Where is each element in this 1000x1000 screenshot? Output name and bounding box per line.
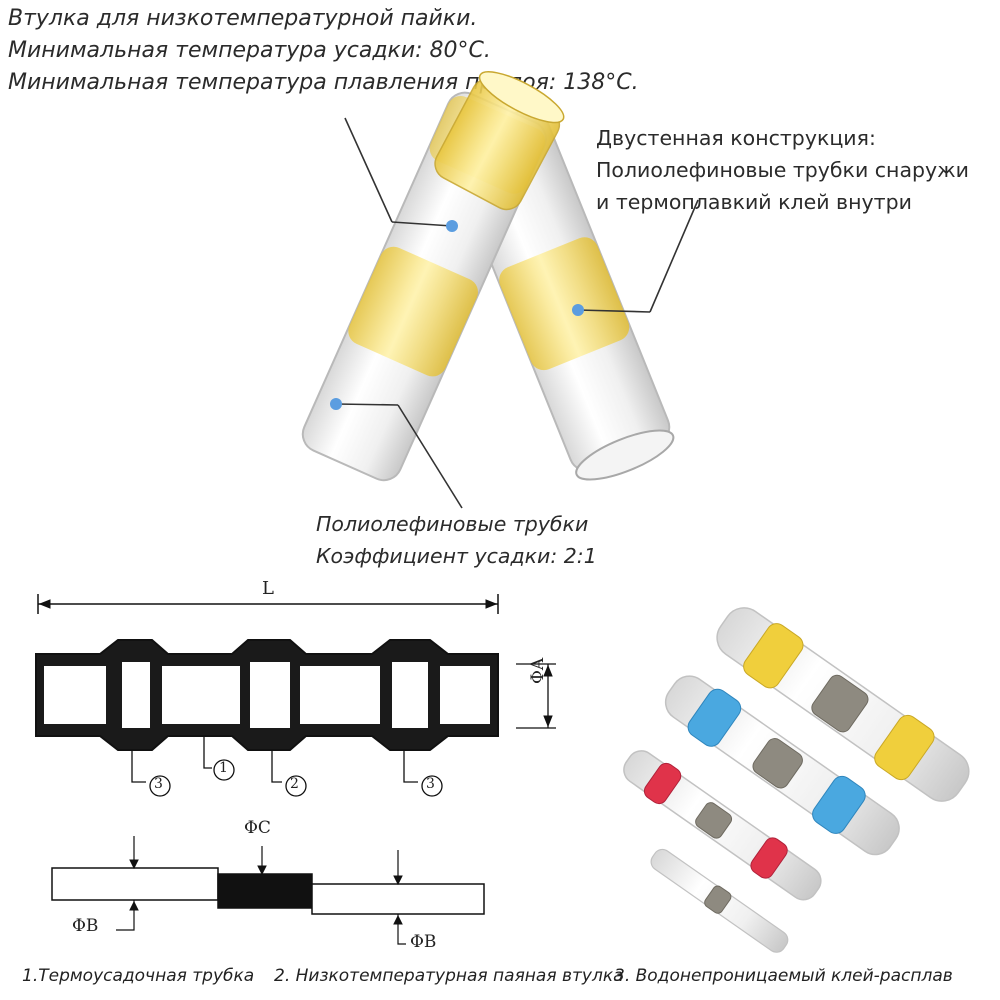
- header-line-2: Минимальная температура усадки: 80°C.: [8, 38, 491, 63]
- callout-dot-2: [572, 304, 584, 316]
- label-diameter-c: ΦC: [244, 818, 271, 838]
- leader-line-3: [335, 403, 399, 406]
- marker-1: 1: [219, 760, 228, 776]
- callout-bottom-line-1: Полиолефиновые трубки: [316, 512, 589, 536]
- leader-line-1: [344, 117, 393, 223]
- marker-3-left: 3: [154, 776, 163, 792]
- caption-item-1: 1.Термоусадочная трубка: [22, 966, 255, 986]
- label-diameter-b-left: ΦB: [72, 916, 99, 936]
- header-line-1: Втулка для низкотемпературной пайки.: [8, 6, 478, 31]
- top-tube: [434, 71, 565, 211]
- leader-line-2: [649, 199, 699, 313]
- callout-bottom-line-2: Коэффициент усадки: 2:1: [316, 544, 597, 568]
- callout-dot-1: [446, 220, 458, 232]
- callout-dot-3: [330, 398, 342, 410]
- marker-2: 2: [290, 776, 299, 792]
- callout-right-line-2: Полиолефиновые трубки снаружи: [596, 158, 969, 182]
- caption-item-2: 2. Низкотемпературная паяная втулка: [274, 966, 624, 986]
- marker-3-right: 3: [426, 776, 435, 792]
- caption-item-3: 3. Водонепроницаемый клей-расплав: [614, 966, 953, 986]
- callout-right-line-1: Двустенная конструкция:: [596, 126, 876, 150]
- diameter-diagram: [51, 836, 485, 945]
- product-photo: [623, 607, 970, 953]
- callout-right-line-3: и термоплавкий клей внутри: [596, 190, 912, 214]
- dimension-diagram: [35, 594, 556, 797]
- label-length: L: [262, 578, 274, 599]
- label-diameter-a: ΦA: [528, 657, 548, 684]
- label-diameter-b-right: ΦB: [410, 932, 437, 952]
